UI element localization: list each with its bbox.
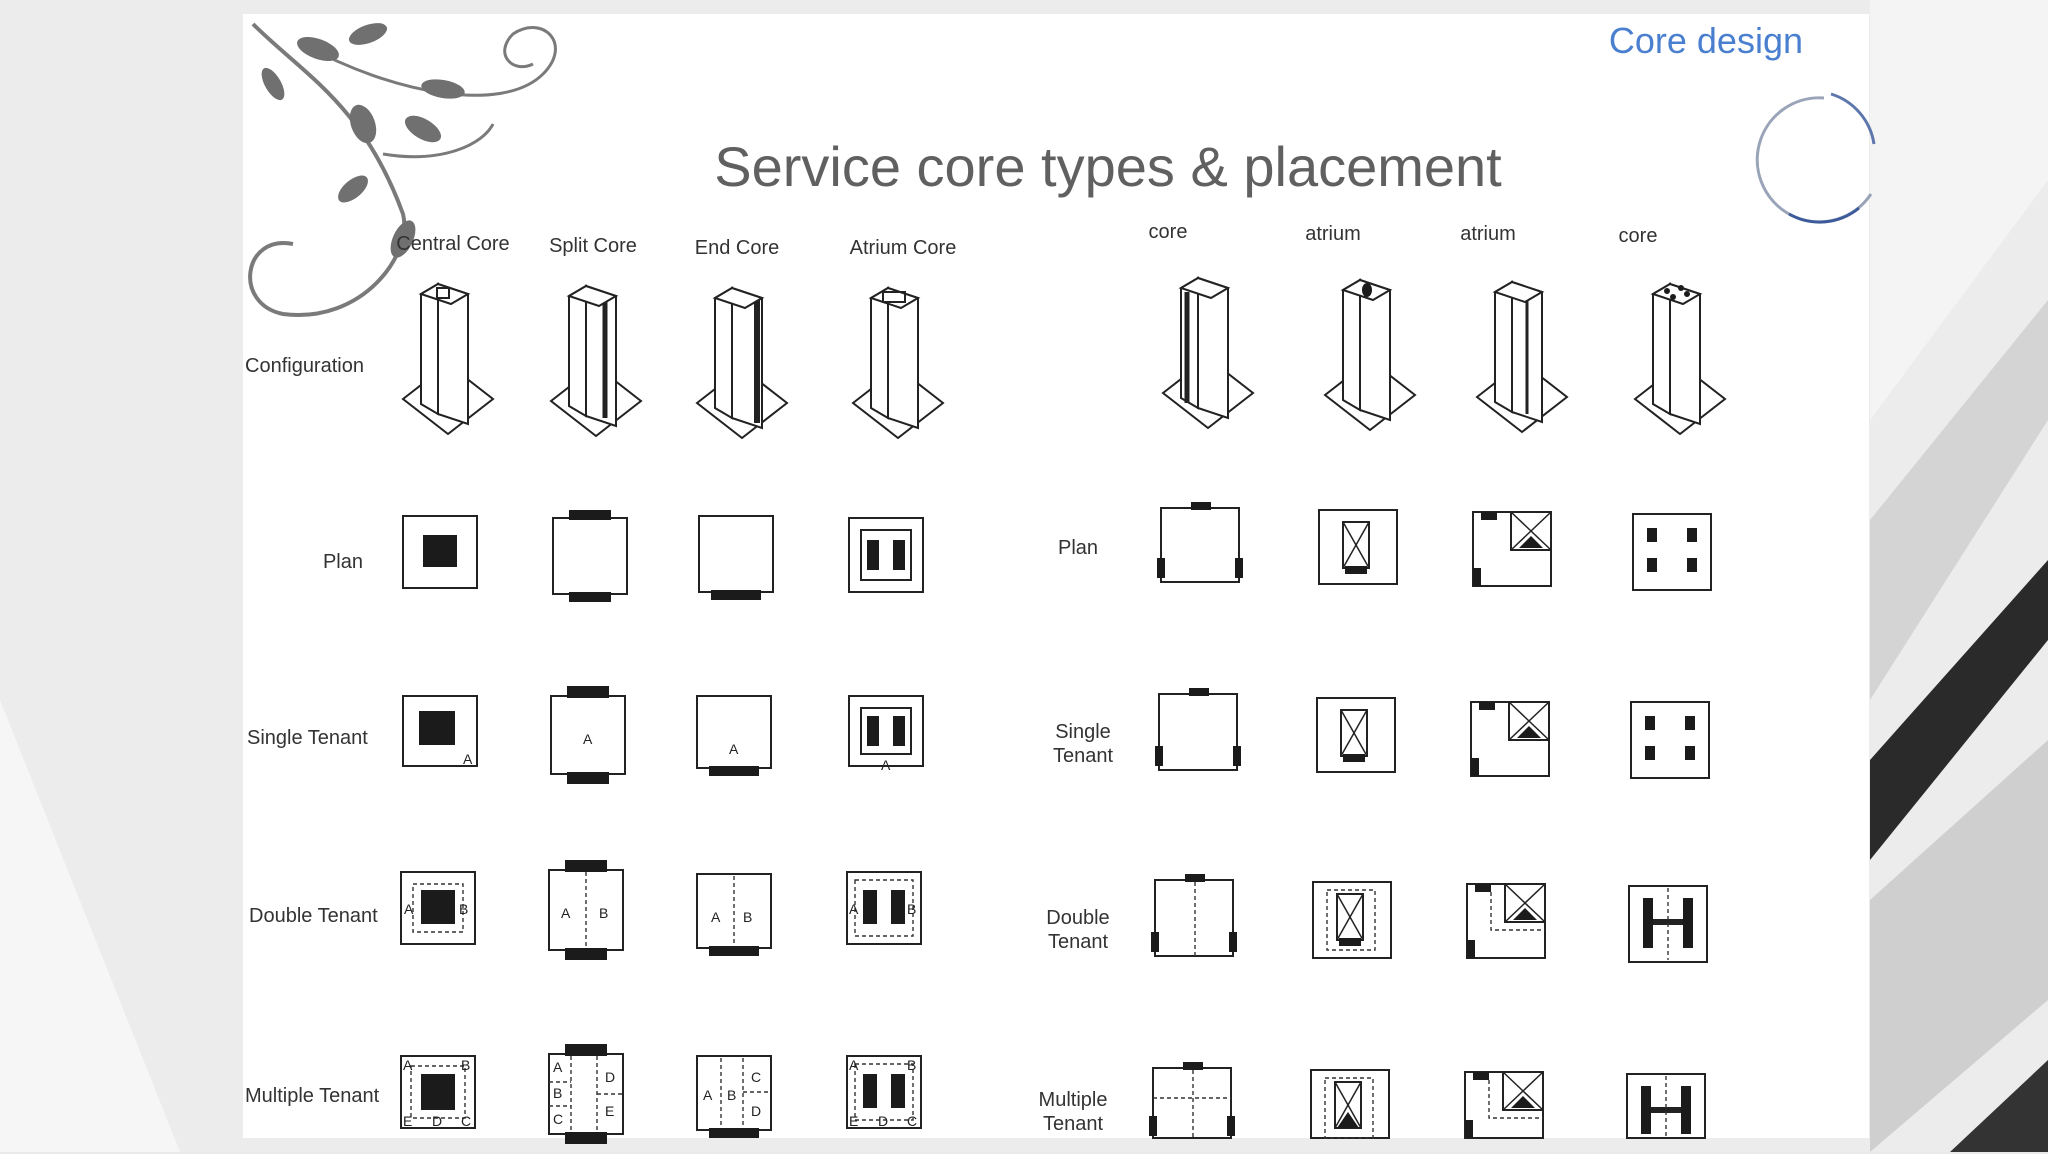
double-tenant-atrium-2 (1466, 883, 1546, 959)
column-header-end-core: End Core (694, 237, 780, 259)
double-tenant-atrium-core: A B (846, 871, 922, 945)
multiple-tenant-split-core: A B C D E (548, 1044, 624, 1144)
tenant-letter: E (605, 1103, 614, 1119)
tenant-letter: B (727, 1087, 736, 1103)
row-label-configuration: Configuration (245, 355, 364, 377)
tenant-letter: B (599, 905, 608, 921)
tower-atrium-1 (1323, 278, 1417, 432)
double-tenant-core-2 (1628, 885, 1708, 963)
tenant-letter: C (461, 1113, 471, 1129)
tenant-letter: B (461, 1057, 470, 1073)
tenant-letter: B (907, 901, 916, 917)
single-tenant-split-core: A (550, 686, 626, 784)
tenant-letter: A (849, 1057, 859, 1073)
tenant-letter: A (463, 751, 473, 767)
plan-core-1 (1157, 502, 1243, 583)
double-tenant-split-core: A B (548, 860, 624, 960)
plan-split-core (552, 510, 628, 602)
right-row-label-multiple-line1: Multiple (1038, 1089, 1108, 1111)
tenant-letter: B (907, 1057, 916, 1073)
right-row-label-single-line1: Single (1055, 721, 1111, 743)
tower-core-1 (1161, 276, 1255, 430)
column-header-central-core: Central Core (396, 233, 510, 255)
tenant-letter: A (849, 901, 859, 917)
tenant-letter: D (432, 1113, 442, 1129)
tenant-letter: C (907, 1113, 917, 1129)
multiple-tenant-atrium-2 (1464, 1071, 1544, 1139)
column-header-core-2: core (1618, 225, 1658, 247)
tower-atrium-core (851, 286, 945, 440)
row-label-double-tenant: Double Tenant (249, 905, 378, 927)
vine-decoration (248, 22, 557, 317)
single-tenant-core-1 (1155, 688, 1241, 771)
right-row-label-double-line2: Tenant (1047, 931, 1109, 953)
row-label-single-tenant: Single Tenant (247, 727, 368, 749)
tenant-letter: A (403, 1057, 413, 1073)
page-title: Service core types & placement (714, 135, 1502, 198)
tenant-letter: E (403, 1113, 412, 1129)
right-row-label-multiple-tenant: Multiple Tenant (1023, 1088, 1123, 1136)
multiple-tenant-core-1 (1149, 1062, 1235, 1139)
right-row-label-plan: Plan (1058, 537, 1099, 559)
multiple-tenant-atrium-1 (1310, 1069, 1390, 1139)
tenant-letter: D (878, 1113, 888, 1129)
tenant-letter: A (703, 1087, 713, 1103)
tenant-letter: A (729, 741, 739, 757)
tenant-letter: C (553, 1111, 563, 1127)
multiple-tenant-atrium-core: A B C D E (846, 1055, 922, 1129)
plan-atrium-core (848, 517, 924, 593)
tower-core-2 (1633, 282, 1727, 436)
tenant-letter: D (605, 1069, 615, 1085)
row-label-multiple-tenant: Multiple Tenant (245, 1085, 380, 1107)
slide: Core design Service core types & placeme… (243, 14, 1876, 1144)
plan-end-core (698, 515, 774, 600)
double-tenant-atrium-1 (1312, 881, 1392, 959)
plan-core-2 (1632, 513, 1712, 591)
tenant-letter: A (553, 1059, 563, 1075)
column-header-split-core: Split Core (549, 235, 637, 257)
multiple-tenant-end-core: A B C D (696, 1055, 772, 1138)
row-label-plan: Plan (322, 551, 363, 573)
multiple-tenant-core-2 (1626, 1073, 1706, 1139)
right-row-label-multiple-line2: Tenant (1042, 1113, 1104, 1135)
right-row-label-single-tenant: Single Tenant (1043, 720, 1123, 768)
single-tenant-core-2 (1630, 701, 1710, 779)
single-tenant-end-core: A (696, 695, 772, 776)
column-header-atrium-core: Atrium Core (849, 237, 957, 259)
tenant-letter: B (743, 909, 752, 925)
tenant-letter: A (404, 901, 414, 917)
tenant-letter: D (751, 1103, 761, 1119)
right-row-label-single-line2: Tenant (1052, 745, 1114, 767)
plan-atrium-1 (1318, 509, 1398, 585)
double-tenant-core-1 (1151, 874, 1237, 957)
column-header-core-1: core (1148, 221, 1188, 243)
tower-end-core (695, 286, 789, 440)
tower-atrium-2 (1475, 280, 1569, 434)
right-row-label-double-tenant: Double Tenant (1033, 906, 1123, 954)
plan-atrium-2 (1472, 511, 1552, 587)
circle-decoration (1755, 92, 1876, 224)
single-tenant-central-core: A (402, 695, 478, 767)
tower-split-core (549, 284, 643, 438)
multiple-tenant-central-core: A B C D E (400, 1055, 476, 1129)
tenant-letter: B (553, 1085, 562, 1101)
section-header: Core design (1608, 20, 1803, 61)
single-tenant-atrium-2 (1470, 701, 1550, 777)
plan-central-core (402, 515, 478, 589)
tenant-letter: E (849, 1113, 858, 1129)
tenant-letter: A (583, 731, 593, 747)
tenant-letter: B (459, 901, 468, 917)
single-tenant-atrium-core: A (848, 695, 924, 773)
tower-central-core (401, 282, 495, 436)
double-tenant-central-core: A B (400, 871, 476, 945)
tenant-letter: A (561, 905, 571, 921)
tenant-letter: C (751, 1069, 761, 1085)
single-tenant-atrium-1 (1316, 697, 1396, 773)
column-header-atrium-1: atrium (1305, 223, 1361, 245)
tenant-letter: A (711, 909, 721, 925)
column-header-atrium-2: atrium (1460, 223, 1516, 245)
tenant-letter: A (881, 757, 891, 773)
right-row-label-double-line1: Double (1046, 907, 1110, 929)
double-tenant-end-core: A B (696, 873, 772, 956)
